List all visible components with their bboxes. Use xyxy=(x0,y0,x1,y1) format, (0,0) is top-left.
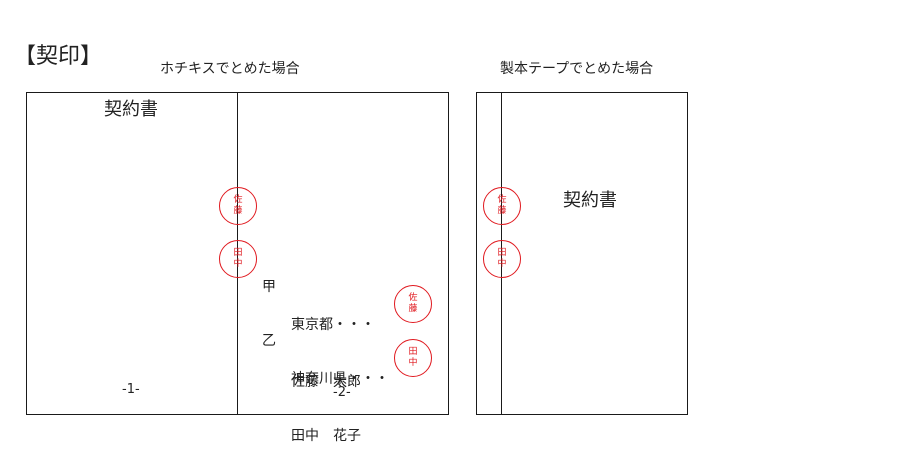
tape-seal-sato: 佐 藤 xyxy=(483,187,521,225)
party-b-address: 神奈川県・・・ xyxy=(291,371,389,387)
stapled-page-1 xyxy=(26,92,238,415)
bound-document-title: 契約書 xyxy=(563,190,617,211)
seal-char: 田 xyxy=(408,347,418,357)
signature-seal-tanaka: 田 中 xyxy=(394,339,432,377)
seal-char: 藤 xyxy=(408,304,418,314)
caption-taped: 製本テープでとめた場合 xyxy=(500,61,654,77)
seam-seal-sato: 佐 藤 xyxy=(219,187,257,225)
seal-char: 中 xyxy=(497,259,507,269)
party-b-details: 神奈川県・・・ 田中 花子 xyxy=(291,332,389,465)
seal-char: 中 xyxy=(233,259,243,269)
seal-char: 田 xyxy=(233,248,243,258)
seal-char: 田 xyxy=(497,248,507,258)
section-heading: 【契印】 xyxy=(14,44,103,69)
party-b-marker: 乙 xyxy=(262,333,276,349)
party-a-address: 東京都・・・ xyxy=(291,317,375,333)
page-number-1: -1- xyxy=(122,382,140,397)
tape-seal-tanaka: 田 中 xyxy=(483,240,521,278)
caption-stapled: ホチキスでとめた場合 xyxy=(160,61,300,77)
signature-seal-sato: 佐 藤 xyxy=(394,285,432,323)
seal-char: 佐 xyxy=(408,293,418,303)
seam-seal-tanaka: 田 中 xyxy=(219,240,257,278)
party-a-marker: 甲 xyxy=(262,279,276,295)
page-number-2: -2- xyxy=(333,385,351,400)
seal-char: 中 xyxy=(408,358,418,368)
party-a-details: 東京都・・・ 佐藤 太郎 xyxy=(291,278,375,411)
seal-char: 佐 xyxy=(233,195,243,205)
party-a-name: 佐藤 太郎 xyxy=(291,374,361,390)
stapled-document-title: 契約書 xyxy=(104,99,158,120)
seal-char: 藤 xyxy=(233,206,243,216)
seal-char: 藤 xyxy=(497,206,507,216)
seal-char: 佐 xyxy=(497,195,507,205)
party-b-name: 田中 花子 xyxy=(291,428,361,444)
